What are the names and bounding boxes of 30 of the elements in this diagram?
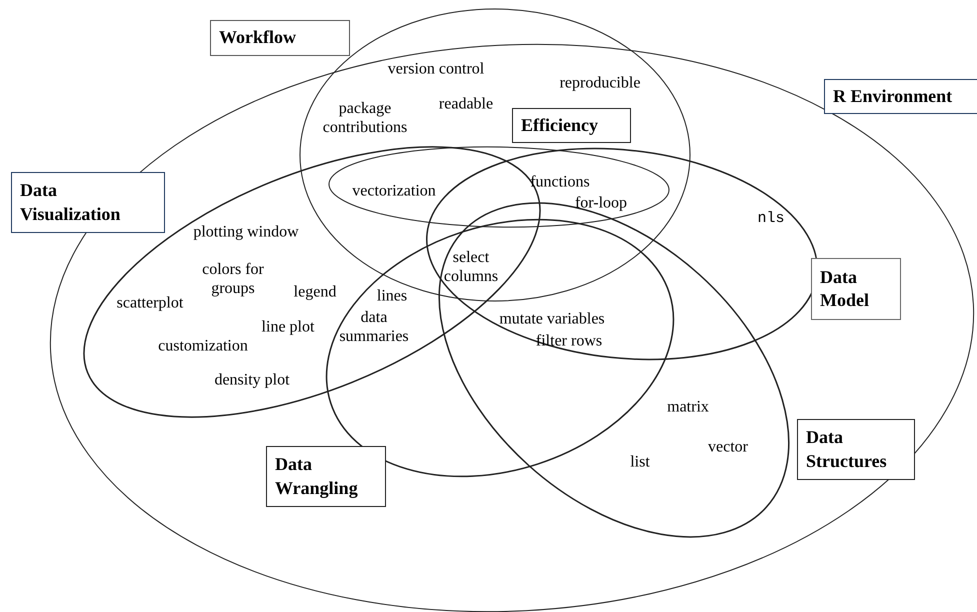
item-label: reproducible: [560, 73, 640, 93]
category-box: Data Wrangling: [266, 446, 386, 507]
item-label: scatterplot: [116, 293, 184, 313]
category-box: Efficiency: [512, 108, 631, 143]
category-box: Workflow: [210, 20, 350, 56]
item-label: version control: [388, 59, 484, 79]
item-label: plotting window: [193, 222, 299, 242]
item-label: for-loop: [574, 193, 628, 213]
item-label: list: [630, 452, 650, 472]
item-label: mutate variables: [499, 309, 605, 329]
item-label: select columns: [442, 248, 500, 286]
item-label: customization: [158, 336, 248, 356]
category-box: Data Visualization: [11, 172, 165, 233]
item-label: vector: [708, 437, 748, 457]
item-label: lines: [376, 286, 408, 306]
category-box: R Environment: [824, 79, 977, 114]
item-label: data summaries: [338, 308, 410, 346]
item-label: filter rows: [536, 331, 602, 351]
item-label: density plot: [214, 370, 290, 390]
item-label: package contributions: [322, 98, 408, 138]
item-label: nls: [758, 210, 784, 228]
category-box: Data Model: [811, 258, 901, 320]
item-label: readable: [438, 94, 494, 114]
item-label: functions: [530, 172, 590, 192]
item-label: legend: [294, 282, 336, 302]
item-label: line plot: [262, 317, 314, 337]
item-label: matrix: [667, 397, 709, 417]
category-box: Data Structures: [797, 419, 915, 480]
item-label: colors for groups: [201, 260, 265, 298]
item-label: vectorization: [352, 181, 436, 201]
